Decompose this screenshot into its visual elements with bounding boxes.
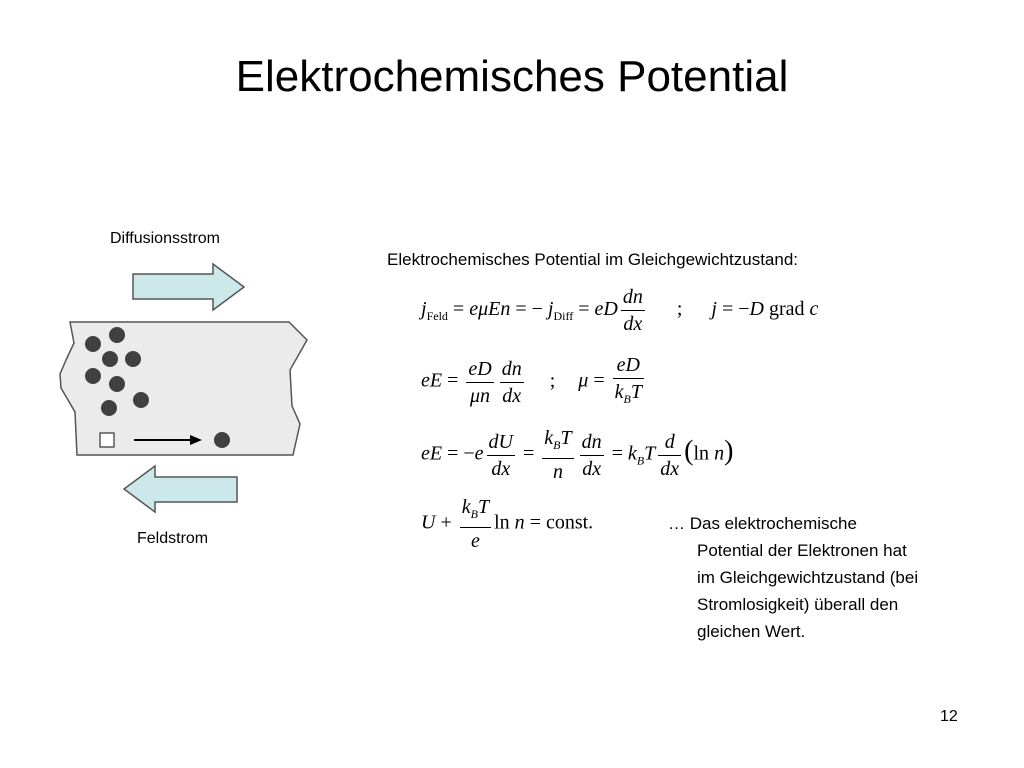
particle: [85, 368, 101, 384]
particle: [125, 351, 141, 367]
page-number: 12: [940, 708, 958, 725]
moving-particle: [214, 432, 230, 448]
note-line: … Das elektrochemische: [668, 514, 857, 533]
particle: [101, 400, 117, 416]
field-current-arrow: [122, 464, 238, 514]
constant-term: const.: [545, 511, 594, 534]
grad-operator: grad: [768, 298, 805, 321]
diffusion-current-label: Diffusionsstrom: [110, 230, 220, 247]
empty-state-square: [99, 432, 115, 448]
semiconductor-block: [59, 321, 308, 456]
note-line: Stromlosigkeit) überall den: [697, 595, 899, 614]
subscript-feld: Feld: [426, 309, 448, 324]
note-line: im Gleichgewichtzustand (bei: [697, 568, 919, 587]
particle-cluster: [85, 327, 230, 448]
particle: [102, 351, 118, 367]
conclusion-note: … Das elektrochemische Potential der Ele…: [668, 510, 978, 645]
ln-operator: ln: [693, 442, 710, 465]
intro-text: Elektrochemisches Potential im Gleichgew…: [387, 250, 799, 269]
field-current-label: Feldstrom: [137, 530, 209, 547]
particle: [109, 327, 125, 343]
diffusion-current-arrow: [132, 262, 246, 312]
ln-operator: ln: [494, 511, 510, 534]
slide-title: Elektrochemisches Potential: [235, 52, 789, 101]
motion-arrowhead: [190, 435, 202, 445]
note-line: Potential der Elektronen hat: [697, 541, 907, 560]
particle: [85, 336, 101, 352]
note-line: gleichen Wert.: [697, 622, 806, 641]
particle: [109, 376, 125, 392]
subscript-diff: Diff: [553, 309, 574, 324]
particle: [133, 392, 149, 408]
